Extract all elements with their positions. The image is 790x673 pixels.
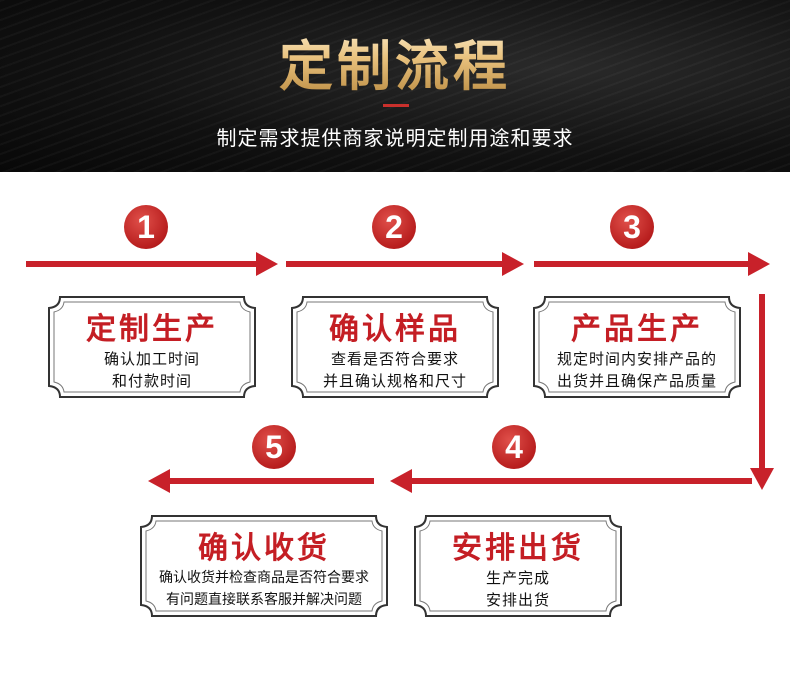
step-title: 产品生产	[571, 312, 703, 347]
arrow-step-4	[390, 469, 752, 493]
step-number-1: 1	[124, 205, 168, 249]
step-card-4: 安排出货 生产完成 安排出货	[412, 513, 624, 619]
step-title: 确认样品	[329, 312, 461, 347]
step-desc-line: 有问题直接联系客服并解决问题	[166, 592, 362, 608]
page-subtitle: 制定需求提供商家说明定制用途和要求	[216, 126, 574, 150]
step-desc-line: 生产完成	[485, 569, 550, 587]
step-card-1: 定制生产 确认加工时间 和付款时间	[46, 294, 258, 400]
arrow-step-5	[148, 469, 374, 493]
step-number-4: 4	[492, 425, 536, 469]
step-card-5: 确认收货 确认收货并检查商品是否符合要求 有问题直接联系客服并解决问题	[138, 513, 390, 619]
arrow-down-right	[750, 294, 774, 490]
arrow-step-3	[534, 252, 770, 276]
step-card-2: 确认样品 查看是否符合要求 并且确认规格和尺寸	[289, 294, 501, 400]
title-underline	[383, 104, 409, 107]
step-desc-line: 确认加工时间	[103, 350, 200, 368]
step-desc-line: 和付款时间	[111, 372, 192, 390]
step-number-5: 5	[252, 425, 296, 469]
header-texture	[0, 0, 790, 172]
step-number-3: 3	[610, 205, 654, 249]
arrow-step-2	[286, 252, 524, 276]
step-desc-line: 确认收货并检查商品是否符合要求	[159, 570, 369, 586]
step-title: 定制生产	[86, 312, 218, 347]
step-desc-line: 出货并且确保产品质量	[556, 372, 717, 390]
page-title: 定制流程	[0, 22, 790, 101]
step-desc-line: 安排出货	[485, 591, 550, 609]
step-title: 确认收货	[198, 531, 330, 566]
arrow-step-1	[26, 252, 278, 276]
step-desc-line: 并且确认规格和尺寸	[322, 372, 467, 390]
step-card-3: 产品生产 规定时间内安排产品的 出货并且确保产品质量	[531, 294, 743, 400]
header-banner: 定制流程 制定需求提供商家说明定制用途和要求	[0, 0, 790, 172]
step-title: 安排出货	[452, 531, 584, 566]
step-desc-line: 规定时间内安排产品的	[556, 350, 717, 368]
step-desc-line: 查看是否符合要求	[330, 350, 459, 368]
step-number-2: 2	[372, 205, 416, 249]
